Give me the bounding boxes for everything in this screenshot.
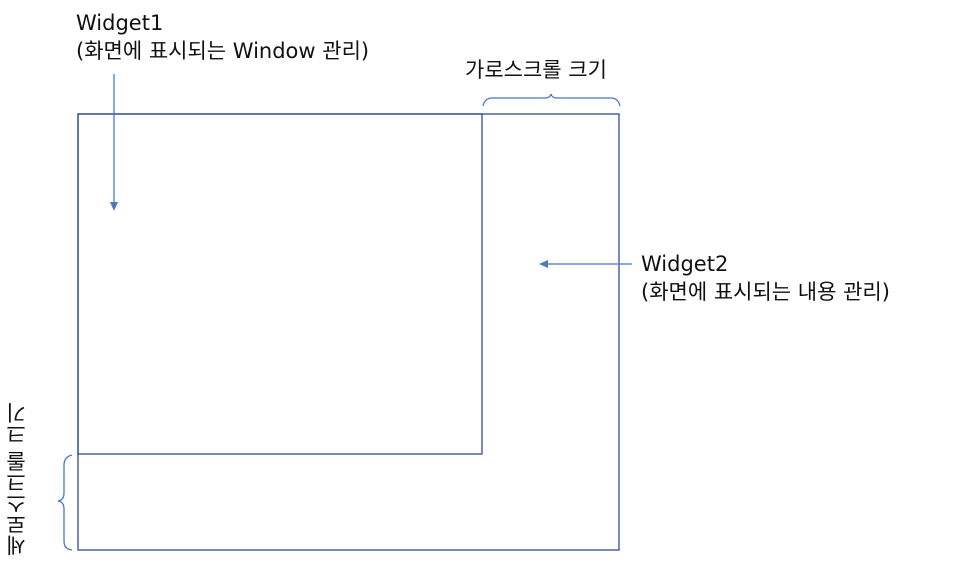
horizontal-scroll-brace: [482, 93, 621, 107]
widget1-arrowhead: [110, 202, 118, 211]
horizontal-scroll-label: 가로스크롤 크기: [465, 58, 607, 82]
vertical-scroll-brace: [57, 454, 73, 551]
widget2-arrowhead: [539, 260, 548, 268]
widget2-title: Widget2: [641, 252, 729, 276]
vertical-scroll-label: 세로스크롤 크기: [5, 402, 29, 556]
widget1-inner-box: [77, 113, 483, 455]
widget2-outer-box: [77, 113, 620, 551]
widget1-title: Widget1: [76, 11, 164, 35]
widget2-description: (화면에 표시되는 내용 관리): [641, 280, 890, 304]
widget1-description: (화면에 표시되는 Window 관리): [76, 39, 370, 63]
